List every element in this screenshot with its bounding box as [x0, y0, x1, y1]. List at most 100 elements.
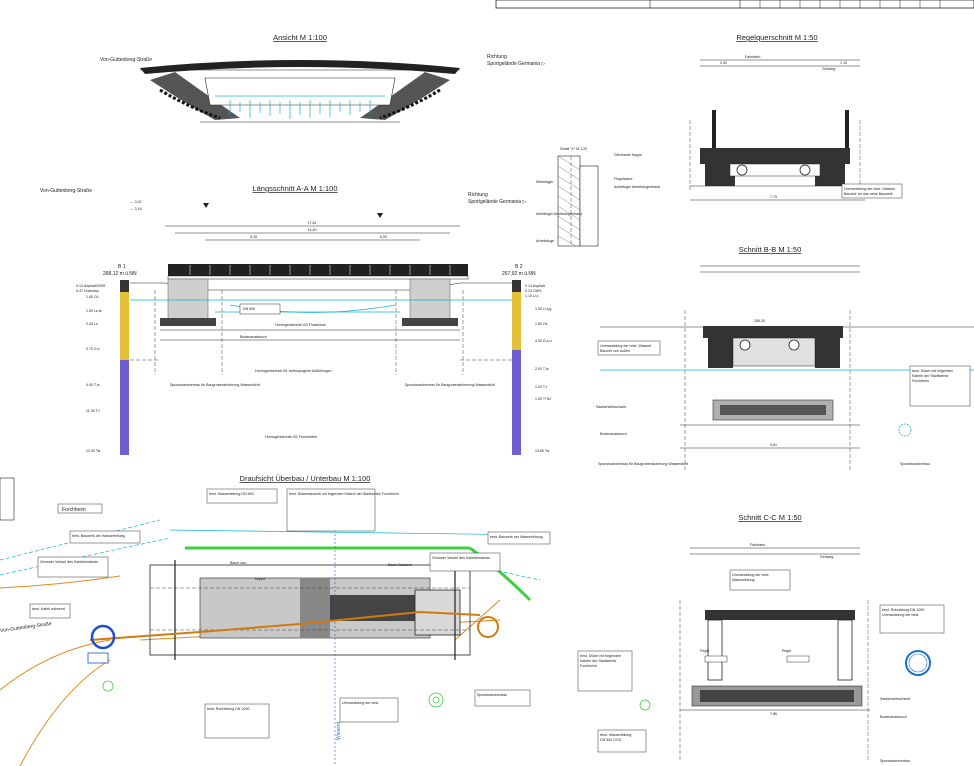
bb-spundwand: Spundwandverbau für Baugrubensicherung W… [598, 462, 688, 466]
cc-fahrbahn: Fahrbahn [750, 543, 765, 547]
svg-text:Bodenaustausch: Bodenaustausch [880, 715, 907, 719]
svg-text:266,30: 266,30 [754, 319, 765, 323]
regel-gehweg: Gehweg [822, 67, 835, 71]
ansicht-deck [140, 60, 460, 74]
layers-right: 0.14 Asphalt 0.24 GWS 1.10 U,s 1.00 U,s,… [525, 284, 552, 453]
svg-text:1.60 OL: 1.60 OL [86, 295, 99, 299]
svg-text:best. Wasserleitung: best. Wasserleitung [600, 733, 631, 737]
svg-text:Wasserleitung: Wasserleitung [732, 578, 755, 582]
b2-level: 267,92 m ü.NN [502, 271, 536, 277]
detail-x-arbeitsfuge: Arbeitsfuge [536, 239, 554, 243]
b2-label: B 2 [515, 264, 523, 270]
cc-pegel-left: Pegel [700, 649, 709, 653]
svg-text:0.47 Unterbau: 0.47 Unterbau [76, 289, 99, 293]
view-ansicht: Ansicht M 1:100 Von-Guttenberg-Straße Ri… [100, 33, 545, 123]
view-schnitt-cc: Schnitt C-C M 1:50 Fahrbahn Gehweg 7,86 … [577, 513, 945, 763]
dim-mid: 14,40 [308, 228, 317, 232]
view-laengsschnitt: Längsschnitt A-A M 1:100 Von-Guttenberg-… [40, 184, 552, 455]
svg-text:best. Düker mit folgenden: best. Düker mit folgenden [580, 654, 621, 658]
svg-text:1.00 T,f: 1.00 T,f [535, 385, 547, 389]
detail-x-widerlager: Widerlager [536, 180, 554, 184]
view-draufsicht: Draufsicht Überbau / Unterbau M 1:100 Fo… [0, 474, 551, 766]
homogen-b3-label: Homogenbereich B3 Flusskiese [275, 323, 326, 327]
forchheim-label: Forchheim [62, 507, 86, 513]
layers-left: 0.13 Asphalt/GWS 0.47 Unterbau 1.60 OL 1… [76, 284, 106, 453]
svg-text:best. Bauwerk der Wasserleitun: best. Bauwerk der Wasserleitung [490, 535, 543, 539]
svg-text:Bauzeit von außen: Bauzeit von außen [600, 349, 630, 353]
ansicht-title: Ansicht M 1:100 [273, 33, 327, 42]
draufsicht-title: Draufsicht Überbau / Unterbau M 1:100 [240, 474, 371, 483]
svg-text:0.13 Asphalt/GWS: 0.13 Asphalt/GWS [76, 284, 106, 288]
ansicht-water [215, 95, 385, 119]
svg-text:0.14 Asphalt: 0.14 Asphalt [525, 284, 545, 288]
ansicht-left-road-label: Von-Guttenberg-Straße [100, 57, 152, 63]
borehole-b1: B 1 268,12 m ü.NN [103, 264, 137, 455]
svg-text:9,61: 9,61 [770, 443, 777, 447]
svg-text:1.60 Gs: 1.60 Gs [535, 322, 548, 326]
svg-text:13.30 Tsl: 13.30 Tsl [86, 449, 101, 453]
svg-text:DN 500: DN 500 [243, 307, 255, 311]
homogen-b1-label: Homogenbereich B1 anthropogene Auffüllun… [255, 369, 332, 373]
b1-level: 268,12 m ü.NN [103, 271, 137, 277]
spundwand-left-label: Spundwandverbau für Baugrubensicherung W… [170, 383, 260, 387]
view-schnitt-bb: Schnitt B-B M 1:50 266,30 9,61 Sauberkei… [596, 245, 974, 470]
svg-text:Bauzeit: an das neue Bauwerk: Bauzeit: an das neue Bauwerk [844, 192, 893, 196]
baum-bestand-label: Baum Bestand [388, 563, 412, 567]
view-regelquerschnitt: Regelquerschnitt M 1:50 Fahrbahn Gehweg … [689, 33, 903, 201]
svg-text:7,86: 7,86 [770, 712, 777, 716]
abutment-left [160, 278, 216, 326]
svg-text:2,00: 2,00 [720, 61, 727, 65]
svg-text:13.60 Tsl: 13.60 Tsl [535, 449, 550, 453]
dim-total-span: 17,81 [308, 221, 317, 225]
dim-w1: 5,28 [250, 235, 257, 239]
svg-text:7,75: 7,75 [770, 195, 777, 199]
detail-x: Detail "X" M 1:20 Oberkante Kappe Widerl… [536, 147, 660, 247]
svg-text:best. Kabel während: best. Kabel während [32, 607, 65, 611]
ansicht-vegetation-left [150, 72, 240, 120]
svg-text:1.00 T/Tsl: 1.00 T/Tsl [535, 397, 551, 401]
detail-x-arbeitsfugenband: Anleitfuge/ Arbeitsfugenband [536, 212, 582, 216]
draufsicht-road-label: Von-Guttenberg-Straße [0, 621, 52, 634]
svg-text:best. Wasserleitung DN 500: best. Wasserleitung DN 500 [209, 492, 254, 496]
svg-text:— 3,16: — 3,16 [130, 207, 142, 211]
cc-gehweg: Gehweg [820, 555, 833, 559]
svg-text:Ummantelung der best.: Ummantelung der best. [882, 613, 919, 617]
laengs-direction-label: Richtung [468, 192, 488, 198]
svg-text:Ummantelung der best. Wasserl.: Ummantelung der best. Wasserl. [844, 187, 896, 191]
svg-text:Spundwandverbau: Spundwandverbau [477, 693, 507, 697]
svg-text:1,15: 1,15 [840, 61, 847, 65]
bb-title: Schnitt B-B M 1:50 [739, 245, 802, 254]
svg-text:4.40 T,Is: 4.40 T,Is [86, 383, 100, 387]
ansicht-direction-label: Richtung [487, 54, 507, 60]
svg-text:2.40 Ls: 2.40 Ls [86, 322, 98, 326]
regel-title: Regelquerschnitt M 1:50 [736, 33, 817, 42]
svg-text:Ummantelung der best. Wasserl.: Ummantelung der best. Wasserl. [600, 344, 652, 348]
detail-x-title: Detail "X" M 1:20 [560, 147, 587, 151]
bb-sauberkeit: Sauberkeitsschicht [596, 405, 626, 409]
cc-pegel-right: Pegel [782, 649, 791, 653]
ansicht-sportgelaende-label: Sportgelände Germania ▷ [487, 61, 545, 67]
laengs-left-road-label: Von-Guttenberg-Straße [40, 188, 92, 194]
svg-text:Spundwandverbau: Spundwandverbau [880, 759, 910, 763]
svg-text:DN 500 GGG: DN 500 GGG [600, 738, 622, 742]
shaft-circle [90, 624, 116, 650]
svg-text:1.00 U,s,g: 1.00 U,s,g [535, 307, 551, 311]
svg-text:1.10 U,s: 1.10 U,s [525, 294, 539, 298]
draufsicht-bridge [149, 560, 471, 660]
svg-text:Kabeln der Stadtwerke: Kabeln der Stadtwerke [912, 374, 948, 378]
svg-text:Ummantelung der best.: Ummantelung der best. [732, 573, 769, 577]
svg-text:1.00 Ls,fs: 1.00 Ls,fs [86, 309, 102, 313]
detail-x-anleitfuge: Anleitfuge/ Arbeitsfugenband [614, 185, 660, 189]
borehole-b2: B 2 267,92 m ü.NN [502, 264, 536, 455]
svg-text:Sauberkeitsschicht: Sauberkeitsschicht [880, 697, 910, 701]
svg-text:best. Rohrleitung DN 1000: best. Rohrleitung DN 1000 [207, 707, 249, 711]
svg-text:best. Düker mit folgenden: best. Düker mit folgenden [912, 369, 953, 373]
svg-text:best. Bauwerk der Wasserleitun: best. Bauwerk der Wasserleitung [72, 534, 125, 538]
spundwand-right-label: Spundwandverbau für Baugrubensicherung W… [405, 383, 495, 387]
ansicht-vegetation-right [360, 72, 450, 120]
regel-fahrbahn: Fahrbahn [745, 55, 760, 59]
homogen-b2-label: Homogenbereich B2 Feuerletten [265, 435, 317, 439]
b1-label: B 1 [118, 264, 126, 270]
title-block-strip [495, 0, 974, 9]
